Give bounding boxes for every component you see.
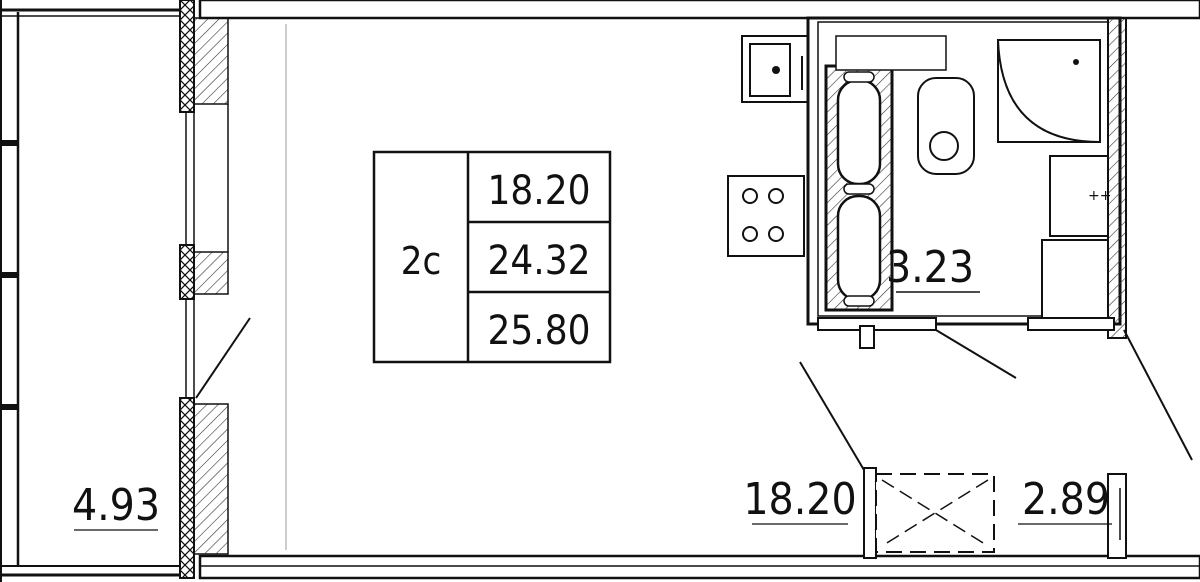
room-area-label: 18.20: [743, 474, 856, 525]
entrance: [799, 329, 1193, 559]
apartment-type-label: 2с: [401, 239, 442, 283]
living-area-value: 18.20: [488, 168, 591, 214]
total-area-value: 24.32: [488, 238, 591, 284]
bathroom: ++: [806, 16, 1127, 379]
hallway-area-label: 2.89: [1022, 474, 1110, 525]
kitchen-sink: [741, 35, 809, 103]
exterior-wall-left: [179, 0, 251, 579]
balcony: [0, 0, 180, 582]
area-table: 2с 18.20 24.32 25.80: [372, 150, 612, 364]
kitchen-stove: [727, 175, 805, 257]
room-walls: [198, 0, 1200, 580]
bathroom-area-label: 3.23: [886, 242, 974, 293]
balcony-area-label: 4.93: [72, 480, 160, 531]
svg-text:++: ++: [1088, 188, 1111, 204]
total-area-with-balcony-value: 25.80: [488, 308, 591, 354]
